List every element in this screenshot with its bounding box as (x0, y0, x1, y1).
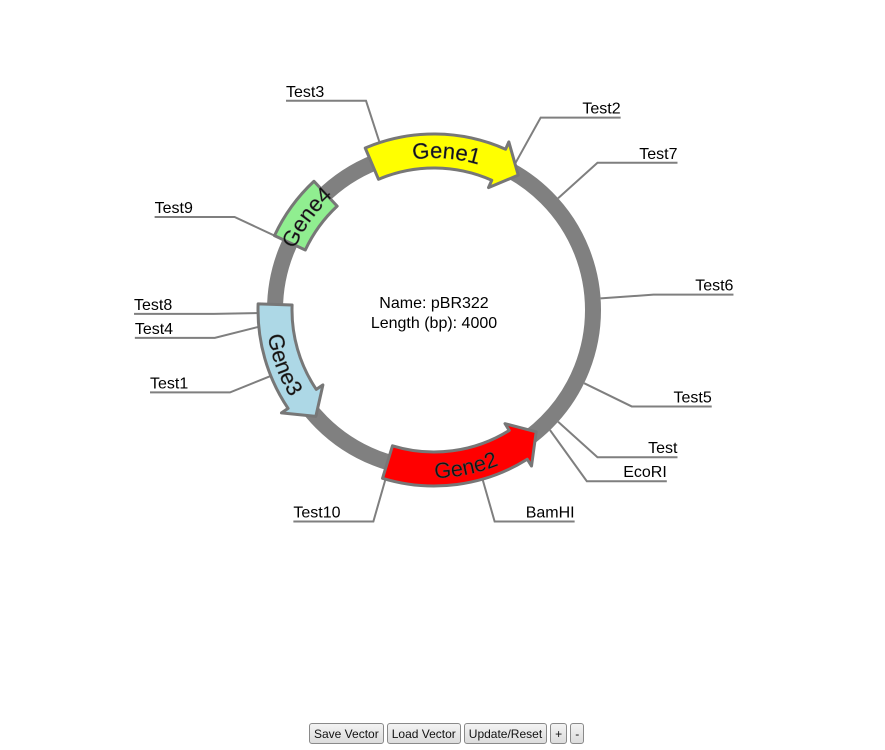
zoom-out-button[interactable]: - (570, 723, 585, 744)
marker-leader-ecori (549, 429, 667, 483)
marker-label-bamhi[interactable]: BamHI (526, 504, 575, 521)
gene3-feature[interactable] (256, 302, 325, 418)
plasmid-name-text: Name: pBR322 (379, 295, 488, 312)
marker-label-test3[interactable]: Test3 (286, 84, 324, 101)
marker-label-ecori[interactable]: EcoRI (623, 464, 667, 481)
marker-label-test6[interactable]: Test6 (695, 278, 733, 295)
marker-leader-test2 (514, 116, 621, 165)
marker-leaders (134, 99, 734, 523)
marker-leader-test9 (154, 216, 284, 241)
marker-leader-test10 (293, 470, 389, 523)
marker-label-test[interactable]: Test (648, 440, 678, 457)
plasmid-length-text: Length (bp): 4000 (371, 315, 497, 332)
marker-label-test4[interactable]: Test4 (135, 321, 173, 338)
marker-leader-test7 (557, 161, 678, 200)
marker-leader-test1 (150, 371, 280, 394)
marker-label-test7[interactable]: Test7 (639, 146, 677, 163)
marker-label-test10[interactable]: Test10 (293, 504, 340, 521)
gene1-feature[interactable] (363, 132, 520, 190)
marker-label-test8[interactable]: Test8 (134, 297, 172, 314)
marker-label-test1[interactable]: Test1 (150, 375, 188, 392)
save-vector-button[interactable]: Save Vector (309, 723, 384, 744)
marker-leader-test3 (286, 99, 384, 152)
marker-label-test5[interactable]: Test5 (673, 389, 711, 406)
marker-leader-test6 (600, 293, 734, 300)
marker-label-test2[interactable]: Test2 (582, 101, 620, 118)
marker-leader-bamhi (479, 470, 575, 523)
marker-leader-test (557, 420, 678, 459)
gene4-feature[interactable] (272, 179, 339, 252)
marker-leader-test8 (134, 311, 268, 315)
gene2-feature[interactable] (381, 422, 538, 488)
load-vector-button[interactable]: Load Vector (386, 723, 461, 744)
toolbar: Save Vector Load Vector Update/Reset + - (309, 723, 585, 744)
marker-leader-test4 (134, 323, 268, 339)
marker-leader-test5 (583, 382, 712, 408)
zoom-in-button[interactable]: + (550, 723, 568, 744)
marker-label-test9[interactable]: Test9 (155, 200, 193, 217)
update-reset-button[interactable]: Update/Reset (463, 723, 548, 744)
